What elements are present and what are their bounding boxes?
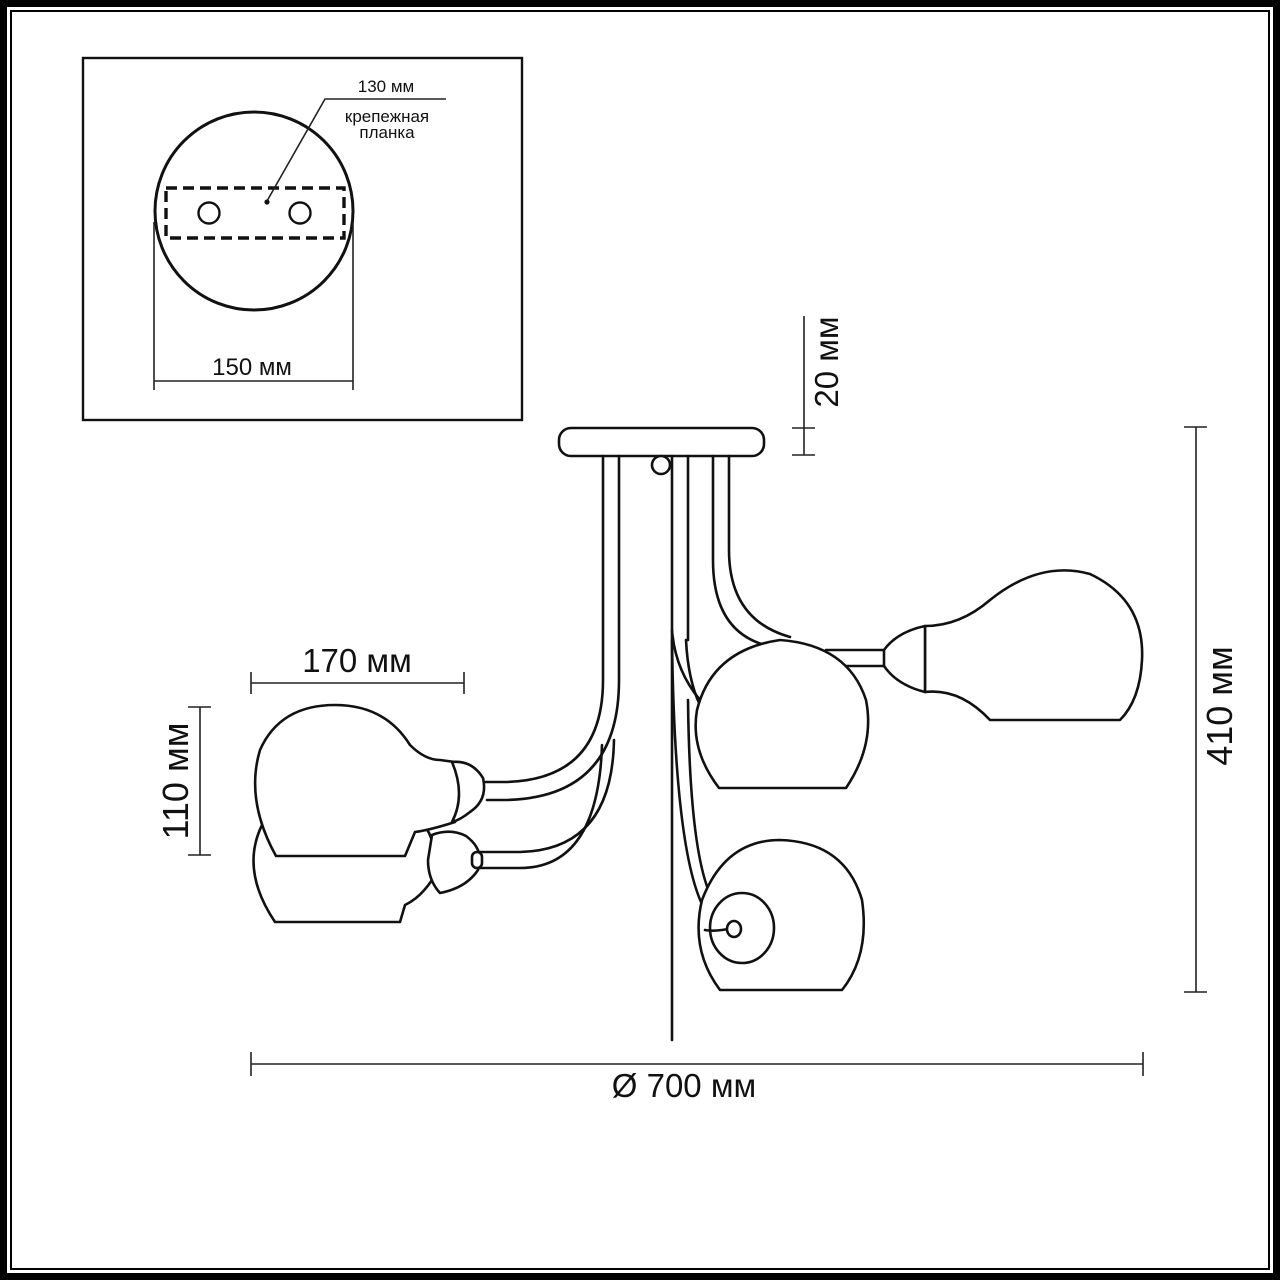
shade-upper-left xyxy=(253,703,486,858)
screw-hole-left xyxy=(197,201,221,225)
dimension-total-diameter: Ø 700 мм xyxy=(250,1052,1144,1104)
svg-text:Ø 700 мм: Ø 700 мм xyxy=(612,1067,756,1104)
shade-right xyxy=(882,569,1144,722)
bracket-length-label: 130 мм xyxy=(358,77,414,96)
bracket-note-line1: крепежная xyxy=(345,107,429,126)
canopy-side-view xyxy=(557,426,766,476)
canopy-diameter-label: 150 мм xyxy=(212,354,292,381)
mounting-bracket xyxy=(164,186,346,240)
screw-hole-right xyxy=(288,201,312,225)
inset-panel: 130 мм крепежная планка 150 мм xyxy=(81,56,524,422)
canopy-top-view xyxy=(153,110,355,312)
inner-frame xyxy=(10,10,1270,1270)
shade-center-front xyxy=(697,838,866,992)
svg-text:20 мм: 20 мм xyxy=(808,316,845,407)
dimension-shade-height: 110 мм xyxy=(155,706,211,856)
svg-text:110 мм: 110 мм xyxy=(155,723,196,840)
dimension-shade-width: 170 мм xyxy=(250,642,465,694)
arms xyxy=(478,454,887,1042)
bracket-note-line2: планка xyxy=(359,123,415,142)
bracket-center-dot xyxy=(264,199,270,205)
dimension-total-height: 410 мм xyxy=(1184,426,1240,993)
dimension-canopy-height: 20 мм xyxy=(792,316,845,456)
shade-center-back xyxy=(694,638,870,790)
svg-text:410 мм: 410 мм xyxy=(1199,646,1240,766)
svg-text:170 мм: 170 мм xyxy=(302,642,412,679)
